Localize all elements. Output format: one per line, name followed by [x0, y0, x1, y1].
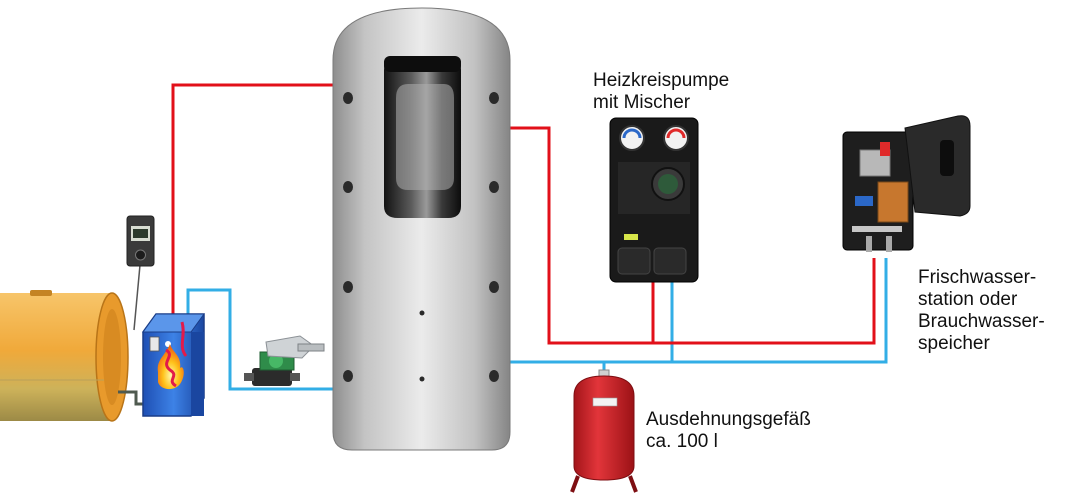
thermostat-icon	[126, 215, 155, 331]
return-pipe-main	[510, 258, 888, 364]
pump-group-icon	[609, 117, 699, 283]
fresh-water-station-icon	[842, 115, 971, 252]
circulation-pump-icon	[244, 335, 325, 386]
buffer-tank-icon	[332, 7, 511, 451]
supply-pipe-main	[510, 126, 876, 345]
tank-connection-ports	[343, 92, 499, 382]
fresh-water-station-label: Frischwasser- station oder Brauchwasser-…	[918, 267, 1045, 354]
return-pipes	[186, 258, 888, 391]
supply-pipe-boiler	[171, 83, 337, 316]
expansion-vessel-label: Ausdehnungsgefäß ca. 100 l	[646, 409, 811, 452]
oil-tank-icon	[0, 290, 129, 422]
heating-pump-mixer-label: Heizkreispumpe mit Mischer	[593, 70, 730, 113]
supply-pipes	[171, 83, 876, 345]
expansion-vessel-icon	[570, 369, 638, 493]
return-pipe-boiler	[186, 288, 337, 391]
wood-boiler-icon	[142, 313, 205, 417]
